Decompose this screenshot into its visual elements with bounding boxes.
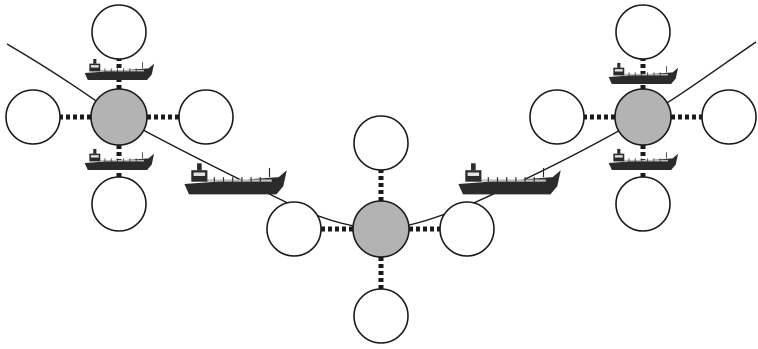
satellite-node-right-top bbox=[615, 4, 671, 60]
satellite-node-left-top bbox=[91, 4, 147, 60]
ships-layer bbox=[84, 58, 679, 195]
nodes-layer bbox=[5, 4, 757, 344]
satellite-node-right-right bbox=[701, 89, 757, 145]
ship-left-upper-tanker-ship-icon bbox=[84, 58, 155, 81]
hub-center-node bbox=[352, 200, 410, 258]
ship-right-large-tanker-ship-icon bbox=[458, 163, 561, 195]
satellite-node-center-bottom bbox=[353, 288, 409, 344]
hub-left-node bbox=[90, 88, 148, 146]
satellite-node-left-right bbox=[178, 89, 234, 145]
satellite-node-right-bottom bbox=[615, 176, 671, 232]
hub-right-node bbox=[614, 88, 672, 146]
satellite-node-left-bottom bbox=[91, 176, 147, 232]
satellite-node-center-top bbox=[353, 115, 409, 171]
ship-left-large-tanker-ship-icon bbox=[184, 163, 287, 195]
ship-right-lower-tanker-ship-icon bbox=[608, 148, 679, 171]
satellite-node-center-left bbox=[266, 201, 322, 257]
ship-left-lower-tanker-ship-icon bbox=[84, 148, 155, 171]
satellite-node-left-left bbox=[5, 89, 61, 145]
satellite-node-right-left bbox=[529, 89, 585, 145]
satellite-node-center-right bbox=[439, 201, 495, 257]
ship-right-upper-tanker-ship-icon bbox=[608, 62, 679, 85]
